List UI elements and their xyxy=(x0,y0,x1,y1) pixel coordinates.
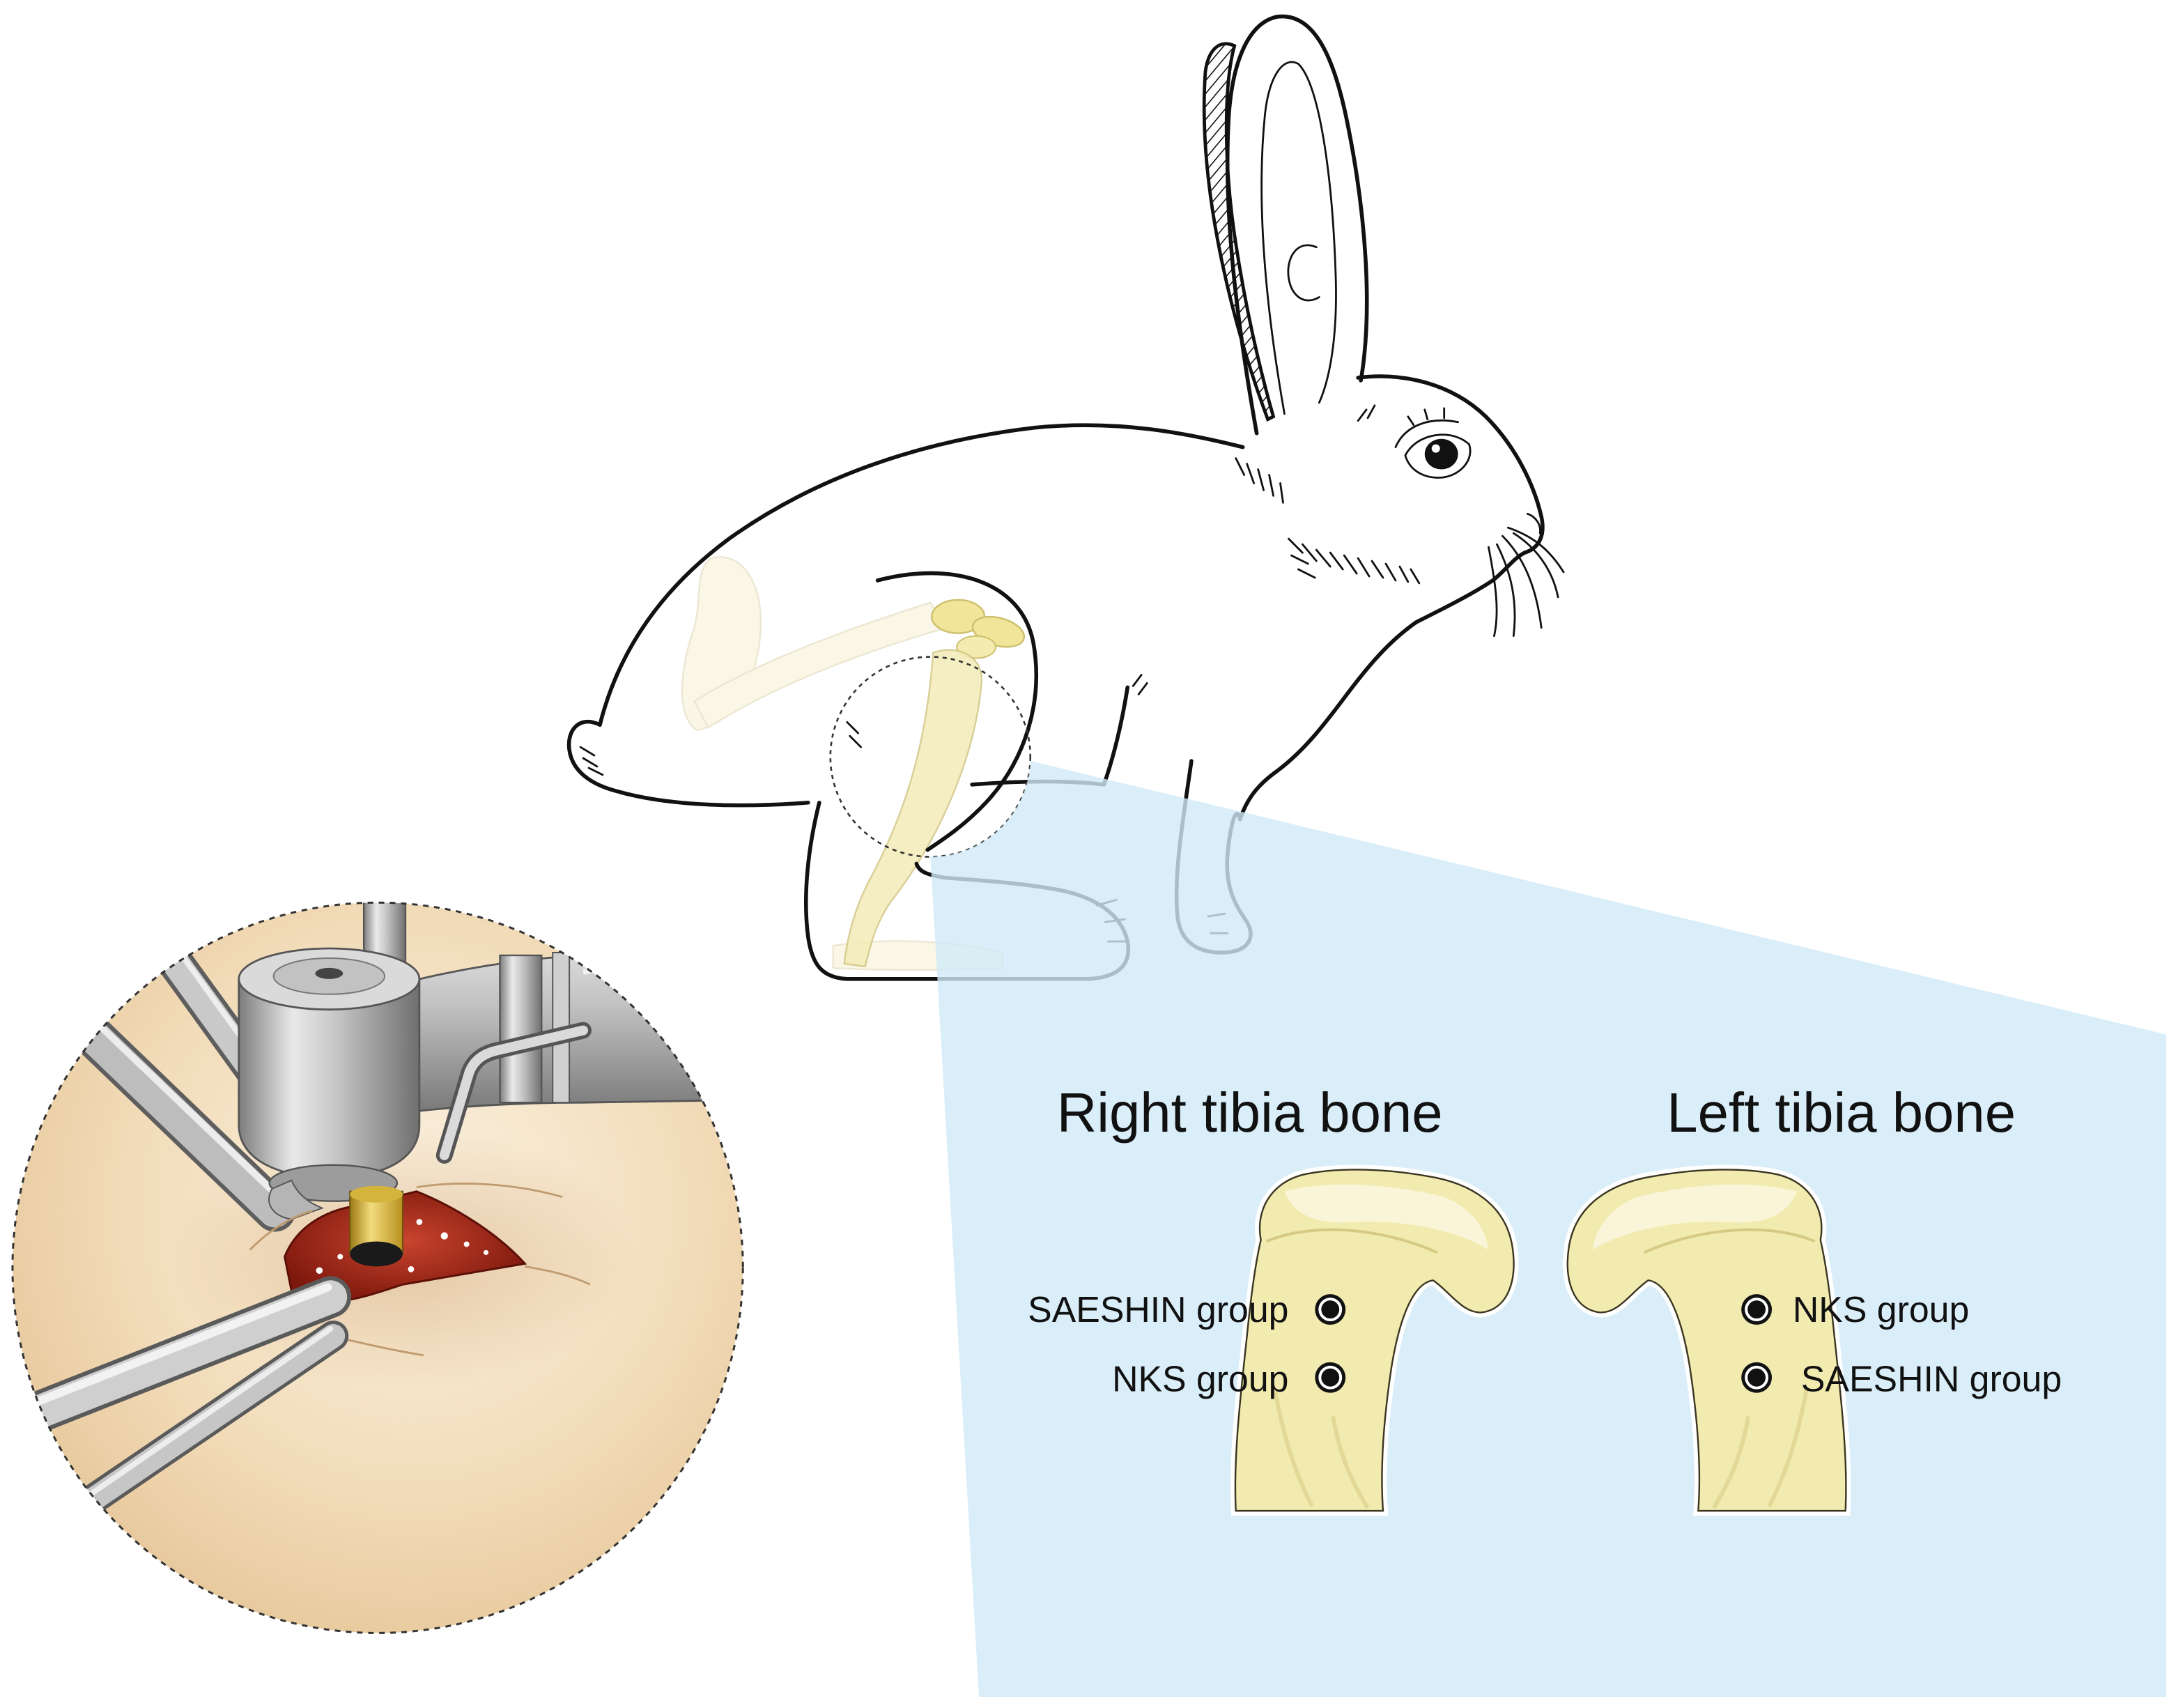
left-tibia-upper-hole xyxy=(1741,1294,1773,1325)
surgical-inset xyxy=(12,902,743,1633)
handpiece-head xyxy=(238,947,421,1220)
rabbit-head xyxy=(1237,374,1545,822)
rabbit-eye xyxy=(1394,407,1472,479)
right-tibia-title: Right tibia bone xyxy=(1057,1082,1443,1144)
rabbit xyxy=(566,14,1565,981)
neck-fur-strokes xyxy=(1235,404,1421,585)
right-tibia-upper-hole xyxy=(1315,1294,1346,1325)
tibia-in-leg xyxy=(843,649,983,968)
left-tibia-lower-hole xyxy=(1741,1362,1773,1393)
right-tibia-bone xyxy=(1230,1164,1519,1516)
left-tibia-bone xyxy=(1562,1164,1851,1516)
right-tibia-lower-label: NKS group xyxy=(1112,1359,1288,1399)
knee-joint-bones xyxy=(931,599,1026,659)
left-tibia-title: Left tibia bone xyxy=(1667,1082,2016,1144)
rabbit-thigh xyxy=(875,571,1038,852)
right-tibia-lower-hole xyxy=(1315,1362,1346,1393)
inner-ear xyxy=(1260,61,1337,415)
irrigation-tube xyxy=(435,1022,592,1164)
drill-bit xyxy=(349,1185,403,1267)
front-ear xyxy=(1225,14,1369,436)
left-tibia-upper-label: NKS group xyxy=(1793,1289,1969,1330)
rabbit-back xyxy=(598,423,1245,727)
skin-creases xyxy=(249,1183,591,1357)
rabbit-tail xyxy=(566,719,810,808)
surgical-wound xyxy=(284,1190,527,1303)
left-tibia-shape xyxy=(1566,1169,1847,1512)
right-tibia-upper-label: SAESHIN group xyxy=(1028,1289,1288,1330)
knee-zoom-circle xyxy=(829,656,1032,858)
back-ear xyxy=(1202,42,1276,422)
wound-bone-chips xyxy=(305,1219,489,1288)
inset-dashed-border xyxy=(11,901,744,1634)
zoom-panel xyxy=(930,760,2167,1698)
left-tibia-lower-label: SAESHIN group xyxy=(1801,1359,2062,1399)
forceps xyxy=(12,1276,352,1526)
rabbit-whiskers xyxy=(1488,512,1565,638)
right-tibia-shape xyxy=(1234,1169,1515,1512)
